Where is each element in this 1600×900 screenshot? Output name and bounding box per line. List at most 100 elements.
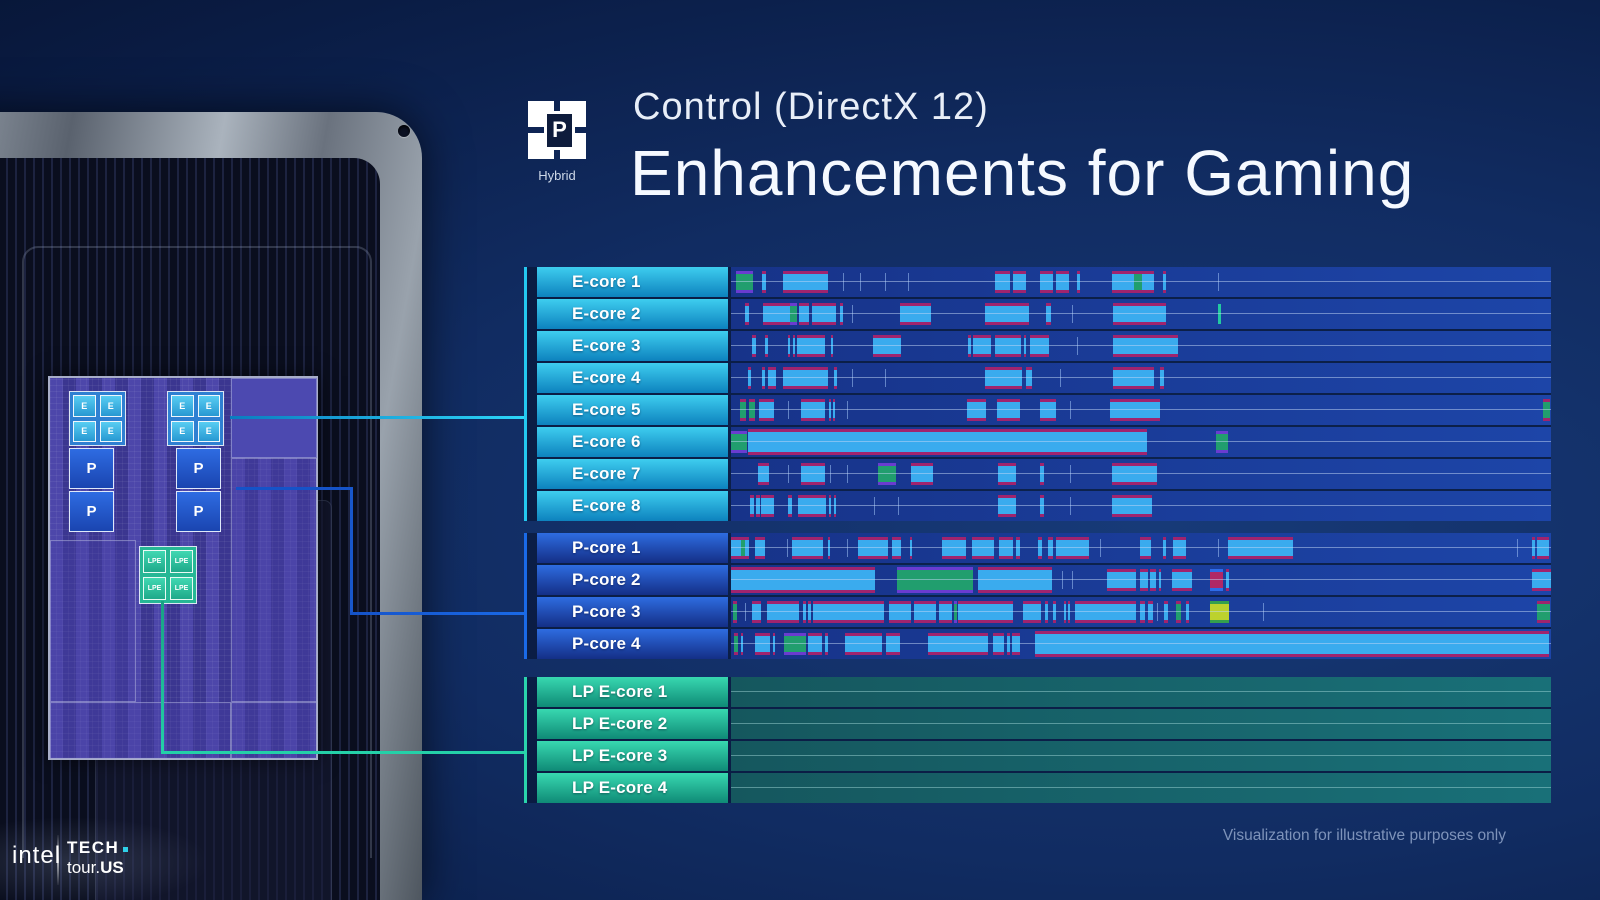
- track-baseline: [731, 787, 1551, 788]
- logo-separator: [57, 835, 59, 885]
- activity-segment: [1048, 537, 1054, 559]
- core-activity-track: [731, 565, 1551, 595]
- core-row: P-core 1: [537, 533, 1551, 563]
- activity-segment: [832, 399, 835, 421]
- track-baseline: [731, 547, 1551, 548]
- activity-segment: [873, 497, 875, 515]
- activity-segment: [788, 495, 792, 517]
- activity-segment: [758, 399, 774, 421]
- activity-segment: [803, 601, 807, 623]
- game-title: Control (DirectX 12): [633, 86, 989, 128]
- activity-segment: [813, 601, 885, 623]
- activity-segment: [790, 303, 798, 325]
- core-label: E-core 1: [537, 267, 728, 297]
- activity-segment: [999, 537, 1014, 559]
- activity-segment: [825, 633, 828, 655]
- track-baseline: [731, 377, 1551, 378]
- activity-segment: [1112, 495, 1153, 517]
- activity-segment: [896, 567, 973, 593]
- die-partition: [50, 540, 136, 702]
- activity-segment: [993, 633, 1005, 655]
- core-label: LP E-core 4: [537, 773, 728, 803]
- die-partition: [231, 702, 317, 759]
- activity-segment: [752, 335, 756, 357]
- techtour-logo: TECH tour.US: [67, 838, 129, 878]
- core-row: P-core 2: [537, 565, 1551, 595]
- activity-segment: [1537, 601, 1551, 623]
- activity-segment: [1172, 569, 1192, 591]
- track-baseline: [731, 409, 1551, 410]
- activity-segment: [1218, 273, 1220, 291]
- activity-segment: [1022, 601, 1041, 623]
- activity-segment: [784, 633, 807, 655]
- activity-segment: [998, 463, 1017, 485]
- techtour-accent-icon: [123, 847, 129, 852]
- activity-segment: [767, 601, 800, 623]
- track-baseline: [731, 281, 1551, 282]
- p-core-block: P: [176, 448, 221, 489]
- activity-segment: [1040, 271, 1054, 293]
- activity-segment: [995, 335, 1022, 357]
- activity-segment: [830, 465, 832, 483]
- activity-segment: [755, 495, 760, 517]
- activity-segment: [927, 633, 988, 655]
- activity-segment: [1218, 304, 1221, 324]
- core-activity-track: [731, 597, 1551, 627]
- activity-segment: [1542, 399, 1551, 421]
- activity-segment: [796, 335, 826, 357]
- activity-segment: [1035, 631, 1550, 657]
- e-core-block: E: [99, 420, 122, 442]
- activity-segment: [1100, 539, 1101, 557]
- core-label: LP E-core 1: [537, 677, 728, 707]
- activity-segment: [749, 495, 754, 517]
- activity-segment: [833, 495, 836, 517]
- activity-segment: [995, 271, 1010, 293]
- activity-segment: [808, 633, 823, 655]
- connector-pcore-line-3: [350, 612, 527, 615]
- activity-segment: [1163, 271, 1167, 293]
- techtour-line1: TECH: [67, 838, 120, 857]
- activity-segment: [829, 495, 832, 517]
- activity-segment: [1069, 401, 1071, 419]
- activity-segment: [1159, 569, 1162, 591]
- footer-glow: [0, 815, 205, 900]
- core-label: E-core 7: [537, 459, 728, 489]
- activity-segment: [846, 465, 848, 483]
- p-core-block: P: [69, 491, 114, 532]
- activity-segment: [1532, 537, 1535, 559]
- activity-segment: [834, 367, 837, 389]
- core-row: E-core 4: [537, 363, 1551, 393]
- activity-segment: [831, 335, 834, 357]
- activity-segment: [731, 431, 747, 453]
- activity-segment: [1055, 537, 1090, 559]
- core-row: LP E-core 4: [537, 773, 1551, 803]
- activity-segment: [761, 495, 775, 517]
- activity-segment: [1163, 537, 1166, 559]
- activity-segment: [1040, 463, 1045, 485]
- activity-segment: [791, 537, 823, 559]
- core-label: E-core 6: [537, 427, 728, 457]
- activity-segment: [764, 335, 768, 357]
- e-core-block: E: [73, 420, 96, 442]
- core-label: P-core 1: [537, 533, 728, 563]
- activity-segment: [1215, 431, 1228, 453]
- activity-segment: [985, 303, 1030, 325]
- e-core-block: E: [171, 420, 194, 442]
- activity-segment: [740, 633, 744, 655]
- track-baseline: [731, 505, 1551, 506]
- activity-segment: [1209, 569, 1223, 591]
- activity-segment: [1109, 399, 1160, 421]
- activity-segment: [911, 463, 933, 485]
- core-activity-track: [731, 331, 1551, 361]
- connector-lpecore-line-2: [161, 751, 527, 754]
- activity-segment: [1209, 601, 1229, 623]
- activity-segment: [1112, 463, 1158, 485]
- activity-segment: [762, 271, 767, 293]
- activity-segment: [1157, 603, 1159, 621]
- die-partition: [231, 458, 317, 702]
- activity-segment: [858, 537, 889, 559]
- activity-segment: [1007, 633, 1010, 655]
- activity-segment: [788, 335, 791, 357]
